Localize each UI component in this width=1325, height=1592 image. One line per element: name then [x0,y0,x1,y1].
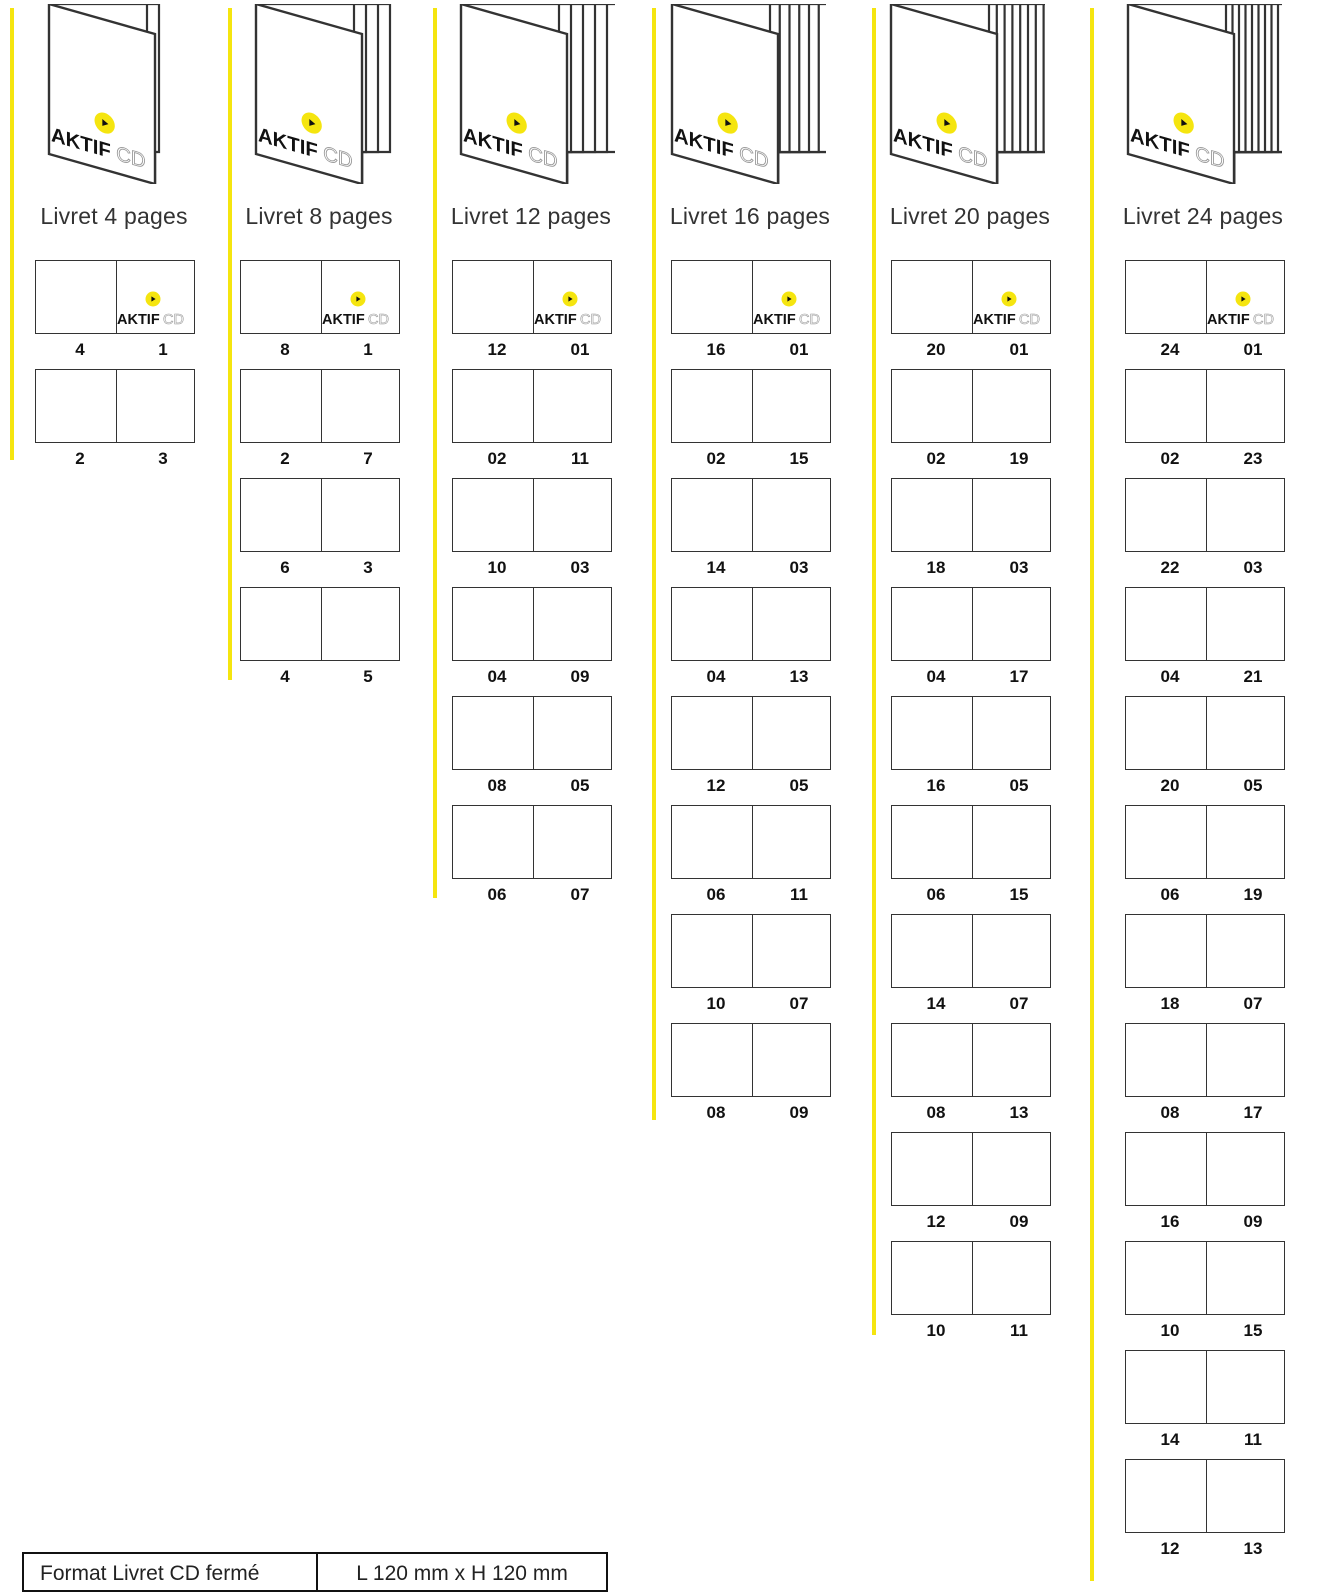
fold-line [1206,1242,1207,1314]
fold-line [1206,1133,1207,1205]
page-number-left: 10 [1140,1321,1200,1341]
page-number-right: 13 [1223,1539,1283,1559]
page-number-left: 02 [1140,449,1200,469]
page-number-right: 15 [1223,1321,1283,1341]
spread [1125,1350,1285,1424]
page-number-right: 03 [1223,558,1283,578]
fold-line [1206,1460,1207,1532]
logo-text-bold: AKTIF [1207,312,1250,328]
page-number-left: 24 [1140,340,1200,360]
fold-line [1206,806,1207,878]
fold-line [1206,1024,1207,1096]
fold-line [1206,697,1207,769]
page-number-left: 12 [1140,1539,1200,1559]
spread [1125,1023,1285,1097]
fold-line [1206,1351,1207,1423]
fold-line [1206,915,1207,987]
spread [1125,1132,1285,1206]
page-number-left: 06 [1140,885,1200,905]
fold-line [1206,370,1207,442]
page-number-left: 16 [1140,1212,1200,1232]
page-number-right: 09 [1223,1212,1283,1232]
format-label: Format Livret CD fermé [24,1554,318,1590]
fold-line [1206,479,1207,551]
booklet-title: Livret 24 pages [1108,203,1298,230]
spread [1125,478,1285,552]
format-value: L 120 mm x H 120 mm [318,1554,606,1590]
page-number-left: 04 [1140,667,1200,687]
spread [1125,696,1285,770]
page-number-right: 11 [1223,1430,1283,1450]
spread [1125,805,1285,879]
fold-line [1206,588,1207,660]
format-table: Format Livret CD fermé L 120 mm x H 120 … [22,1552,608,1592]
page-number-left: 20 [1140,776,1200,796]
page-number-left: 08 [1140,1103,1200,1123]
spread [1125,369,1285,443]
column-divider [1090,8,1094,1581]
page-number-right: 23 [1223,449,1283,469]
page-number-right: 17 [1223,1103,1283,1123]
page-number-left: 18 [1140,994,1200,1014]
spread [1125,1459,1285,1533]
page-number-right: 21 [1223,667,1283,687]
page-number-left: 14 [1140,1430,1200,1450]
page-number-right: 05 [1223,776,1283,796]
logo-text-light: CD [1253,312,1274,328]
spread [1125,914,1285,988]
page-number-right: 19 [1223,885,1283,905]
spread [1125,1241,1285,1315]
page-number-right: 07 [1223,994,1283,1014]
spread [1125,587,1285,661]
page-number-right: 01 [1223,340,1283,360]
page-number-left: 22 [1140,558,1200,578]
